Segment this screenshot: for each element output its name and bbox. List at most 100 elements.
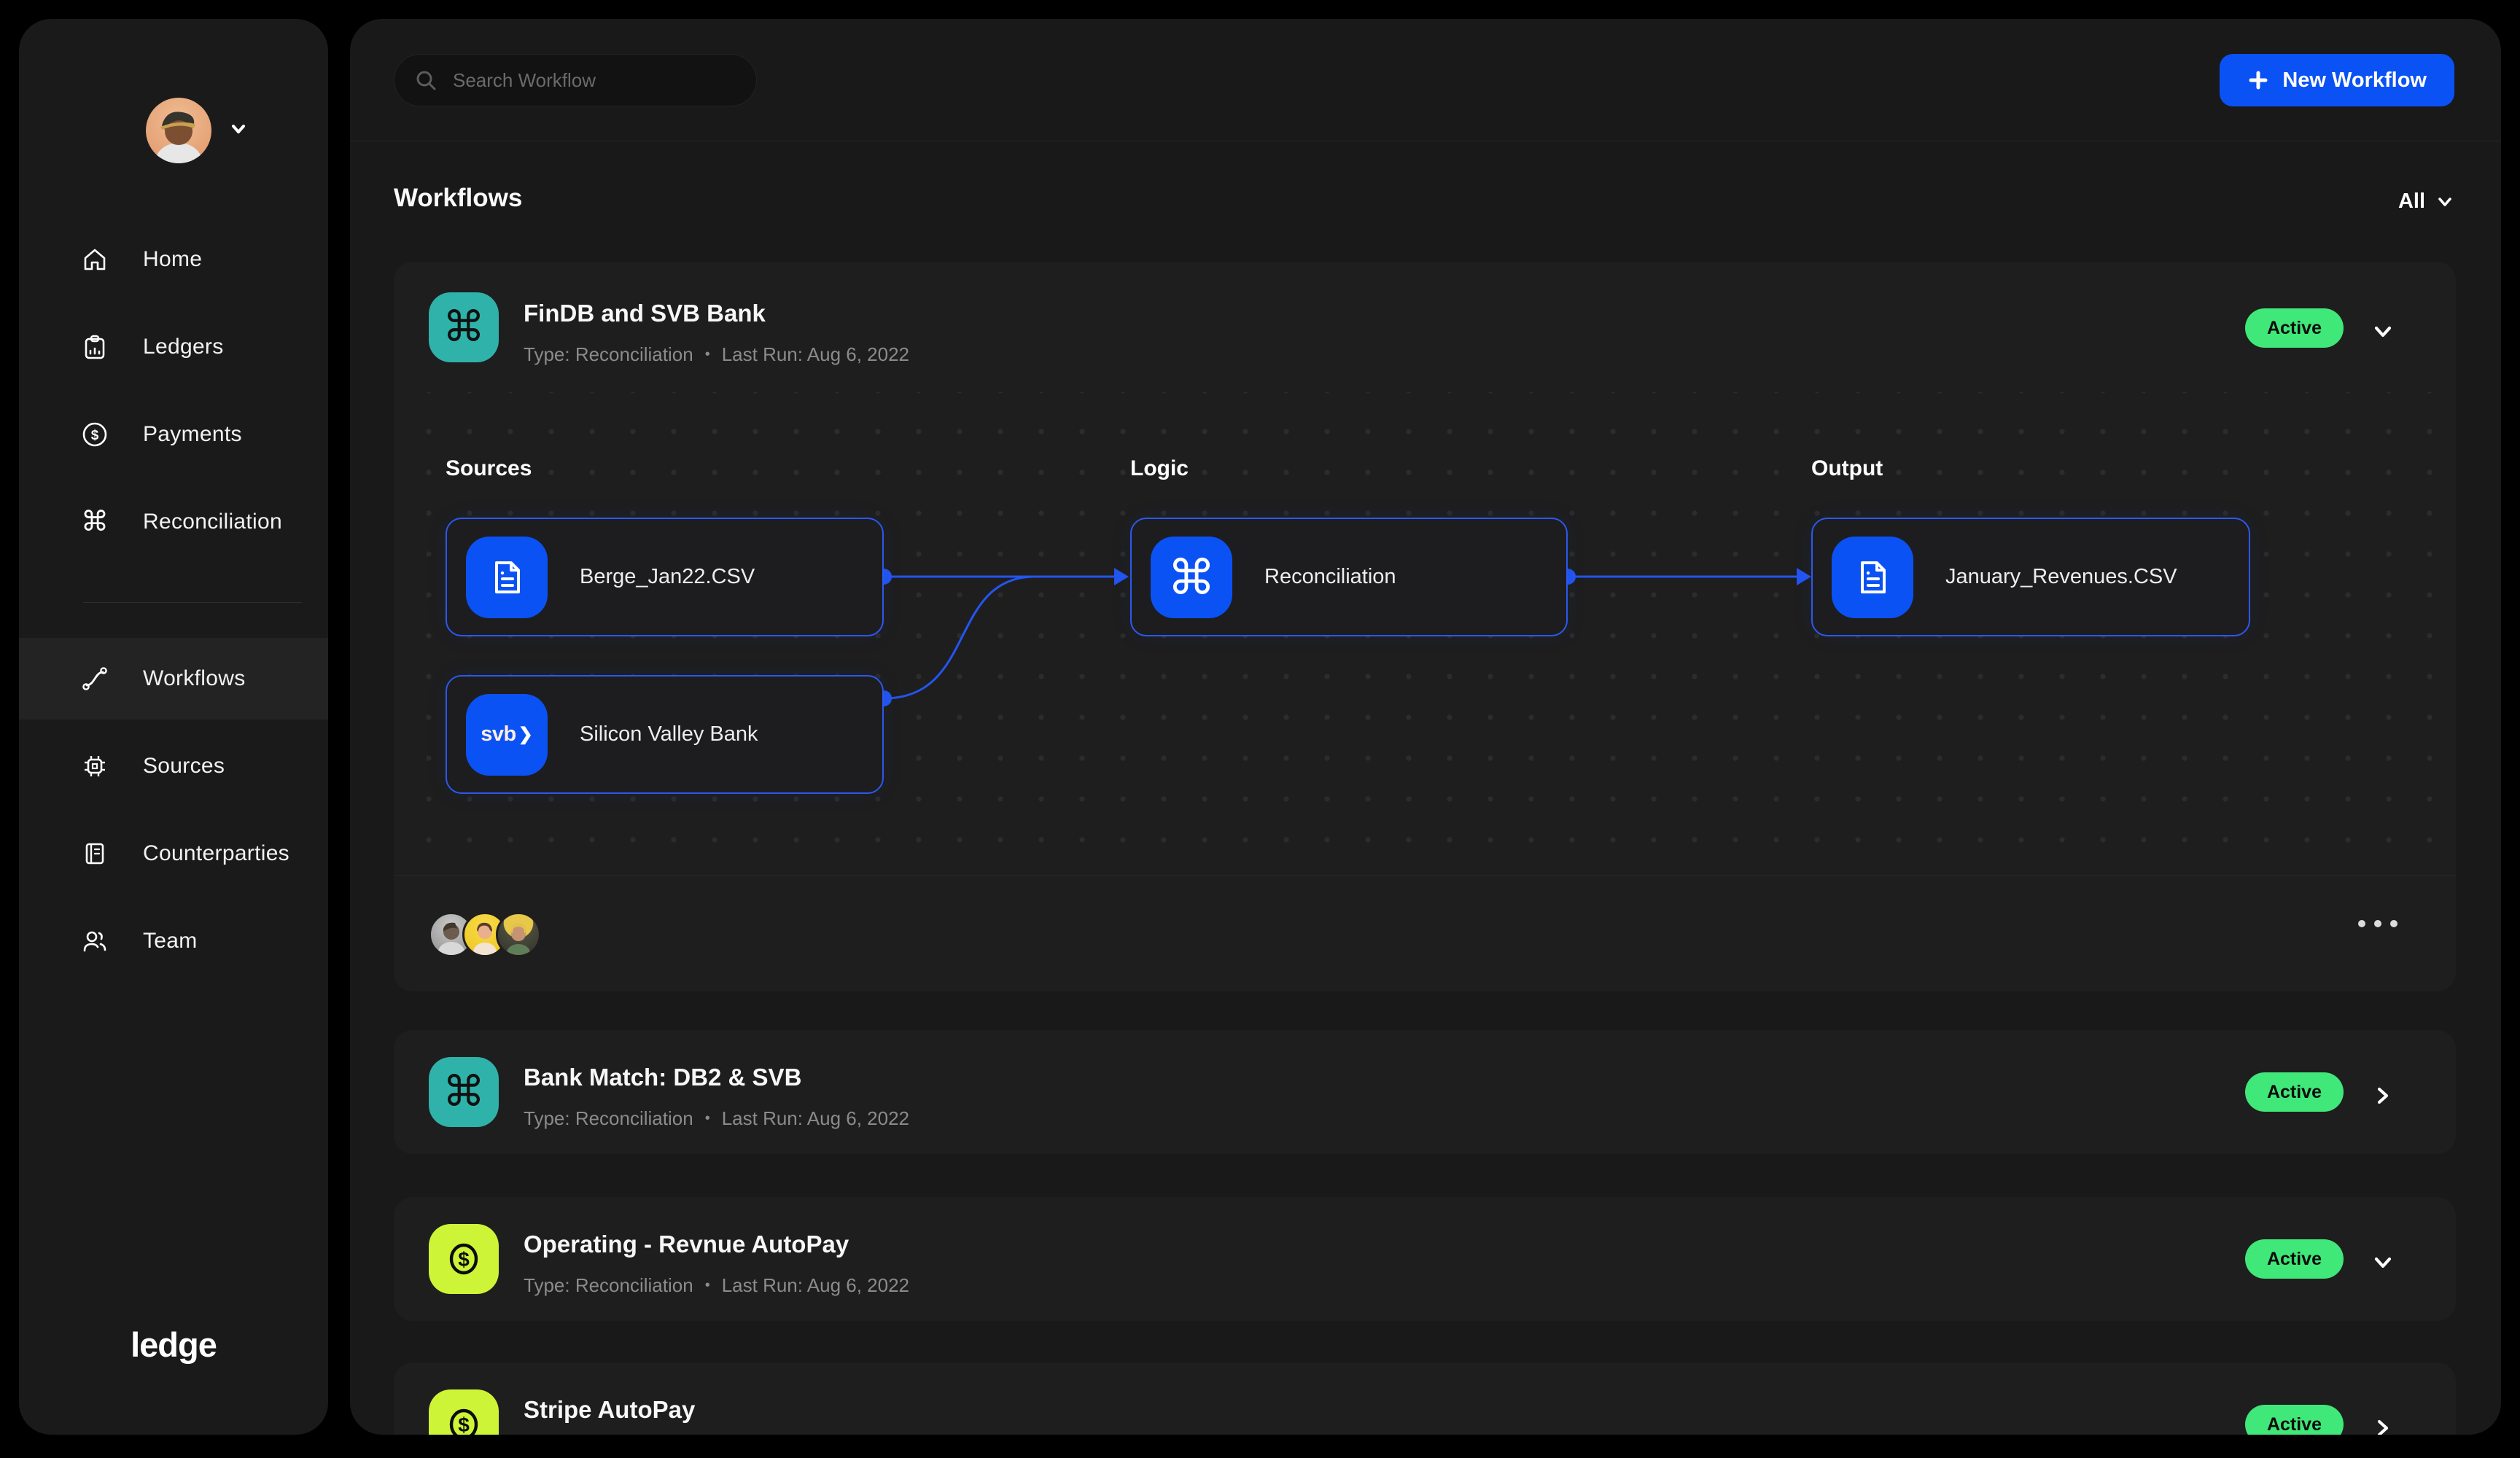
flow-node-reconciliation[interactable]: ⌘ Reconciliation — [1130, 518, 1568, 636]
expand-chevron-right-icon[interactable] — [2368, 1414, 2398, 1435]
svg-text:$: $ — [91, 428, 99, 443]
svb-logo-chevron: ❯ — [518, 725, 533, 744]
card-menu-button[interactable] — [2358, 920, 2398, 927]
workflow-last-run: Last Run: Aug 6, 2022 — [721, 343, 910, 365]
workflow-meta: Type: Reconciliation • Last Run: Aug 6, … — [524, 1274, 909, 1297]
new-workflow-button[interactable]: New Workflow — [2220, 54, 2454, 106]
main-panel: New Workflow Workflows All ⌘ FinDB and S… — [350, 19, 2501, 1435]
page-title: Workflows — [394, 184, 523, 212]
status-badge: Active — [2244, 1072, 2344, 1112]
card-footer — [394, 876, 2456, 991]
sidebar-item-payments[interactable]: $ Payments — [19, 394, 328, 475]
meta-separator: • — [704, 346, 710, 362]
node-label: Reconciliation — [1264, 565, 1396, 588]
workflow-title: FinDB and SVB Bank — [524, 300, 766, 327]
sidebar-item-ledgers[interactable]: Ledgers — [19, 307, 328, 387]
flow-node-silicon-valley-bank[interactable]: svb ❯ Silicon Valley Bank — [446, 675, 884, 794]
collaborator-avatars — [429, 912, 541, 957]
page-header: Workflows All — [394, 184, 2454, 235]
chip-icon — [80, 752, 109, 781]
workflow-last-run: Last Run: Aug 6, 2022 — [721, 1107, 910, 1129]
sidebar-item-label: Home — [143, 247, 203, 271]
clipboard-icon — [80, 332, 109, 362]
sidebar-item-sources[interactable]: Sources — [19, 726, 328, 806]
sidebar-item-counterparties[interactable]: Counterparties — [19, 814, 328, 894]
status-badge: Active — [2244, 308, 2344, 348]
sidebar-divider — [83, 602, 302, 603]
user-avatar-figure — [155, 112, 202, 163]
workflow-title: Operating - Revnue AutoPay — [524, 1231, 849, 1258]
sidebar: Home Ledgers $ Payments ⌘ Reconciliation — [19, 19, 328, 1435]
user-menu[interactable] — [146, 98, 249, 163]
workflow-dollar-icon: $ — [429, 1224, 499, 1294]
expand-chevron-right-icon[interactable] — [2368, 1081, 2398, 1114]
file-icon — [1832, 536, 1913, 618]
filter-label: All — [2398, 190, 2425, 213]
command-icon: ⌘ — [1151, 536, 1232, 618]
sidebar-item-label: Ledgers — [143, 335, 224, 359]
dollar-circle-icon: $ — [80, 420, 109, 449]
collaborator-avatar — [429, 912, 474, 957]
workflow-card-bank-match[interactable]: ⌘ Bank Match: DB2 & SVB Type: Reconcilia… — [394, 1030, 2456, 1154]
meta-separator: • — [704, 1110, 710, 1126]
chevron-down-icon — [2438, 197, 2451, 206]
topbar: New Workflow — [350, 19, 2501, 141]
workflow-last-run: Last Run: Aug 6, 2022 — [721, 1274, 910, 1296]
node-label: Silicon Valley Bank — [580, 722, 758, 746]
sidebar-item-reconciliation[interactable]: ⌘ Reconciliation — [19, 482, 328, 562]
svg-text:$: $ — [458, 1248, 470, 1271]
workflow-card-stripe-autopay[interactable]: $ Stripe AutoPay Active — [394, 1363, 2456, 1435]
app-logo: ledge — [131, 1325, 217, 1364]
flow-section-logic: Logic — [1130, 456, 1189, 480]
workflow-meta: Type: Reconciliation • Last Run: Aug 6, … — [524, 343, 909, 366]
flow-canvas: Sources Logic Output — [394, 392, 2456, 876]
sidebar-item-home[interactable]: Home — [19, 219, 328, 300]
status-badge: Active — [2244, 1239, 2344, 1279]
workflow-type: Type: Reconciliation — [524, 343, 693, 365]
search-icon — [416, 71, 436, 90]
sidebar-item-label: Counterparties — [143, 841, 289, 865]
workflow-command-icon: ⌘ — [429, 1057, 499, 1127]
svg-text:$: $ — [458, 1414, 470, 1435]
node-label: January_Revenues.CSV — [1945, 565, 2177, 588]
sidebar-item-label: Sources — [143, 754, 225, 778]
workflow-meta: Type: Reconciliation • Last Run: Aug 6, … — [524, 1107, 909, 1130]
command-icon: ⌘ — [81, 507, 109, 537]
users-icon — [80, 927, 109, 956]
new-workflow-label: New Workflow — [2282, 68, 2427, 92]
meta-separator: • — [704, 1277, 710, 1293]
workflow-command-icon: ⌘ — [429, 292, 499, 362]
flow-node-january-revenues[interactable]: January_Revenues.CSV — [1811, 518, 2250, 636]
user-avatar — [146, 98, 211, 163]
workflow-type: Type: Reconciliation — [524, 1274, 693, 1296]
file-icon — [466, 536, 548, 618]
sidebar-item-label: Payments — [143, 422, 242, 446]
workflow-card-findb-svb[interactable]: ⌘ FinDB and SVB Bank Type: Reconciliatio… — [394, 262, 2456, 991]
plus-icon — [2249, 71, 2268, 90]
workflow-title: Stripe AutoPay — [524, 1396, 696, 1423]
search-box[interactable] — [394, 54, 757, 106]
workflow-card-operating-autopay[interactable]: $ Operating - Revnue AutoPay Type: Recon… — [394, 1197, 2456, 1321]
collapse-chevron-down-icon[interactable] — [2368, 1248, 2398, 1281]
workflow-type: Type: Reconciliation — [524, 1107, 693, 1129]
collapse-chevron-down-icon[interactable] — [2368, 317, 2398, 350]
home-icon — [80, 245, 109, 274]
flow-section-sources: Sources — [446, 456, 532, 480]
workflow-dollar-icon: $ — [429, 1389, 499, 1435]
sidebar-item-label: Workflows — [143, 666, 246, 690]
workflow-title: Bank Match: DB2 & SVB — [524, 1064, 802, 1091]
filter-dropdown[interactable]: All — [2398, 190, 2454, 214]
collaborator-avatar — [496, 912, 541, 957]
sidebar-item-label: Team — [143, 929, 198, 953]
search-input[interactable] — [453, 69, 730, 92]
sidebar-item-team[interactable]: Team — [19, 901, 328, 981]
user-chevron-down-icon — [228, 118, 249, 144]
status-badge: Active — [2244, 1405, 2344, 1435]
flow-section-output: Output — [1811, 456, 1883, 480]
sidebar-item-label: Reconciliation — [143, 510, 282, 534]
flow-node-berge-csv[interactable]: Berge_Jan22.CSV — [446, 518, 884, 636]
notebook-icon — [80, 839, 109, 868]
svb-logo-text: svb — [481, 722, 516, 746]
sidebar-item-workflows[interactable]: Workflows — [19, 638, 328, 720]
